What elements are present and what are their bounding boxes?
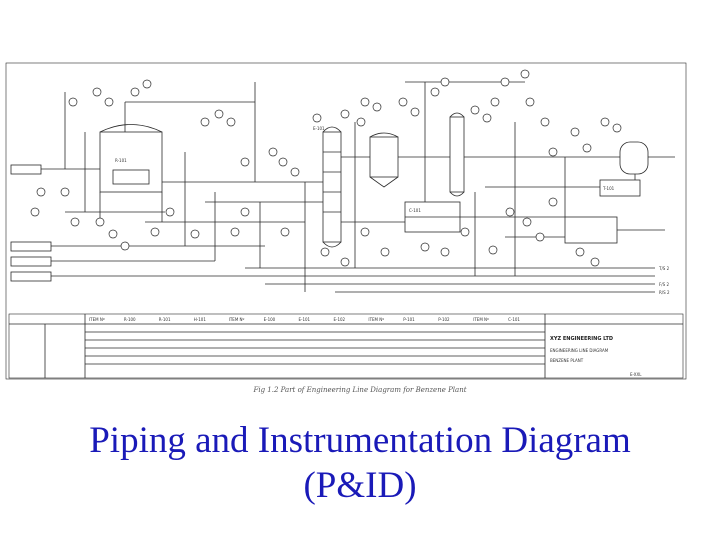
instrument-bubble — [570, 127, 580, 137]
instrument-bubble — [505, 207, 515, 217]
instrument-bubble — [488, 245, 498, 255]
vessel-label-3: C-101 — [409, 208, 421, 213]
vessel-label-4: T-101 — [602, 186, 615, 191]
offsheet-label-2: F/S 2 — [659, 282, 669, 287]
offsheet-label-1: T/S 2 — [658, 266, 670, 271]
instrument-bubble — [70, 217, 80, 227]
table-header-cell: H-101 — [194, 317, 207, 322]
instrument-bubble — [360, 227, 370, 237]
instrument-bubble — [470, 105, 480, 115]
column-vessel — [322, 131, 342, 243]
instrument-bubble — [360, 97, 370, 107]
instrument-bubble — [525, 97, 535, 107]
vessel-label-2: E-101 — [313, 126, 325, 131]
table-header-cell: E-102 — [334, 317, 346, 322]
table-header-cell: ITEM Nº — [473, 317, 489, 322]
instrument-bubble — [420, 242, 430, 252]
table-header-cell: P-102 — [438, 317, 450, 322]
instrument-bubble — [582, 143, 592, 153]
instrument-bubble — [312, 113, 322, 123]
instrument-bubble — [590, 257, 600, 267]
instrument-bubble — [482, 113, 492, 123]
instrument-bubble — [165, 207, 175, 217]
sheet-title: ENGINEERING LINE DIAGRAM — [550, 348, 609, 353]
instrument-bubble — [340, 109, 350, 119]
instrument-bubble — [320, 247, 330, 257]
instrument-bubble — [535, 232, 545, 242]
table-header-cell: ITEM Nº — [229, 317, 245, 322]
instrument-bubble — [120, 241, 130, 251]
instrument-bubble — [398, 97, 408, 107]
instrument-bubble — [548, 197, 558, 207]
instrument-bubble — [356, 117, 366, 127]
instrument-bubble — [130, 87, 140, 97]
instrument-bubble — [520, 69, 530, 79]
reactor-vessel — [99, 131, 163, 193]
instrument-bubble — [150, 227, 160, 237]
instrument-bubble — [200, 117, 210, 127]
instrument-bubble — [440, 247, 450, 257]
slide-title: Piping and Instrumentation Diagram (P&ID… — [0, 418, 720, 508]
instrument-bubble — [108, 229, 118, 239]
table-header-cell: C-101 — [508, 317, 520, 322]
instrument-bubble — [340, 257, 350, 267]
instrument-bubble — [490, 97, 500, 107]
instrument-bubble — [280, 227, 290, 237]
instrument-bubble — [548, 147, 558, 157]
instrument-bubble — [92, 87, 102, 97]
instrument-bubble — [430, 87, 440, 97]
instrument-bubble — [230, 227, 240, 237]
slide-title-line-2: (P&ID) — [303, 465, 417, 506]
instrument-bubble — [372, 102, 382, 112]
instrument-bubble — [440, 77, 450, 87]
instrument-bubble — [240, 157, 250, 167]
instrument-bubble — [226, 117, 236, 127]
table-header-cell: R-101 — [159, 317, 171, 322]
offsheet-label-3: R/S 2 — [659, 290, 670, 295]
instrument-bubbles — [30, 69, 622, 267]
equipment-table-header: ITEM Nº R-100 R-101 H-101 ITEM Nº E-100 E-101 E… — [89, 317, 520, 322]
vessel-label-1: R-101 — [115, 158, 127, 163]
instrument-bubble — [36, 187, 46, 197]
instrument-bubble — [30, 207, 40, 217]
instrument-bubble — [460, 227, 470, 237]
table-header-cell: ITEM Nº — [368, 317, 384, 322]
instrument-bubble — [278, 157, 288, 167]
instrument-bubble — [142, 79, 152, 89]
table-header-cell: E-100 — [264, 317, 276, 322]
instrument-bubble — [240, 207, 250, 217]
instrument-bubble — [60, 187, 70, 197]
instrument-bubble — [68, 97, 78, 107]
instrument-bubble — [214, 109, 224, 119]
instrument-bubble — [540, 117, 550, 127]
slide-title-line-1: Piping and Instrumentation Diagram — [89, 420, 631, 461]
instrument-bubble — [380, 247, 390, 257]
instrument-bubble — [410, 107, 420, 117]
instrument-bubble — [104, 97, 114, 107]
plant-name: BENZENE PLANT — [550, 358, 584, 363]
drawing-number: E-XXL — [630, 372, 642, 377]
table-header-cell: R-100 — [124, 317, 136, 322]
instrument-bubble — [190, 229, 200, 239]
table-header-cell: P-101 — [403, 317, 415, 322]
table-header-cell: ITEM Nº — [89, 317, 105, 322]
instrument-bubble — [522, 217, 532, 227]
instrument-bubble — [95, 217, 105, 227]
figure-caption: Fig 1.2 Part of Engineering Line Diagram… — [253, 386, 467, 394]
instrument-bubble — [500, 77, 510, 87]
table-header-cell: E-101 — [299, 317, 311, 322]
instrument-bubble — [612, 123, 622, 133]
company-name: XYZ ENGINEERING LTD — [550, 336, 613, 342]
instrument-bubble — [575, 247, 585, 257]
instrument-bubble — [268, 147, 278, 157]
instrument-bubble — [290, 167, 300, 177]
instrument-bubble — [600, 117, 610, 127]
